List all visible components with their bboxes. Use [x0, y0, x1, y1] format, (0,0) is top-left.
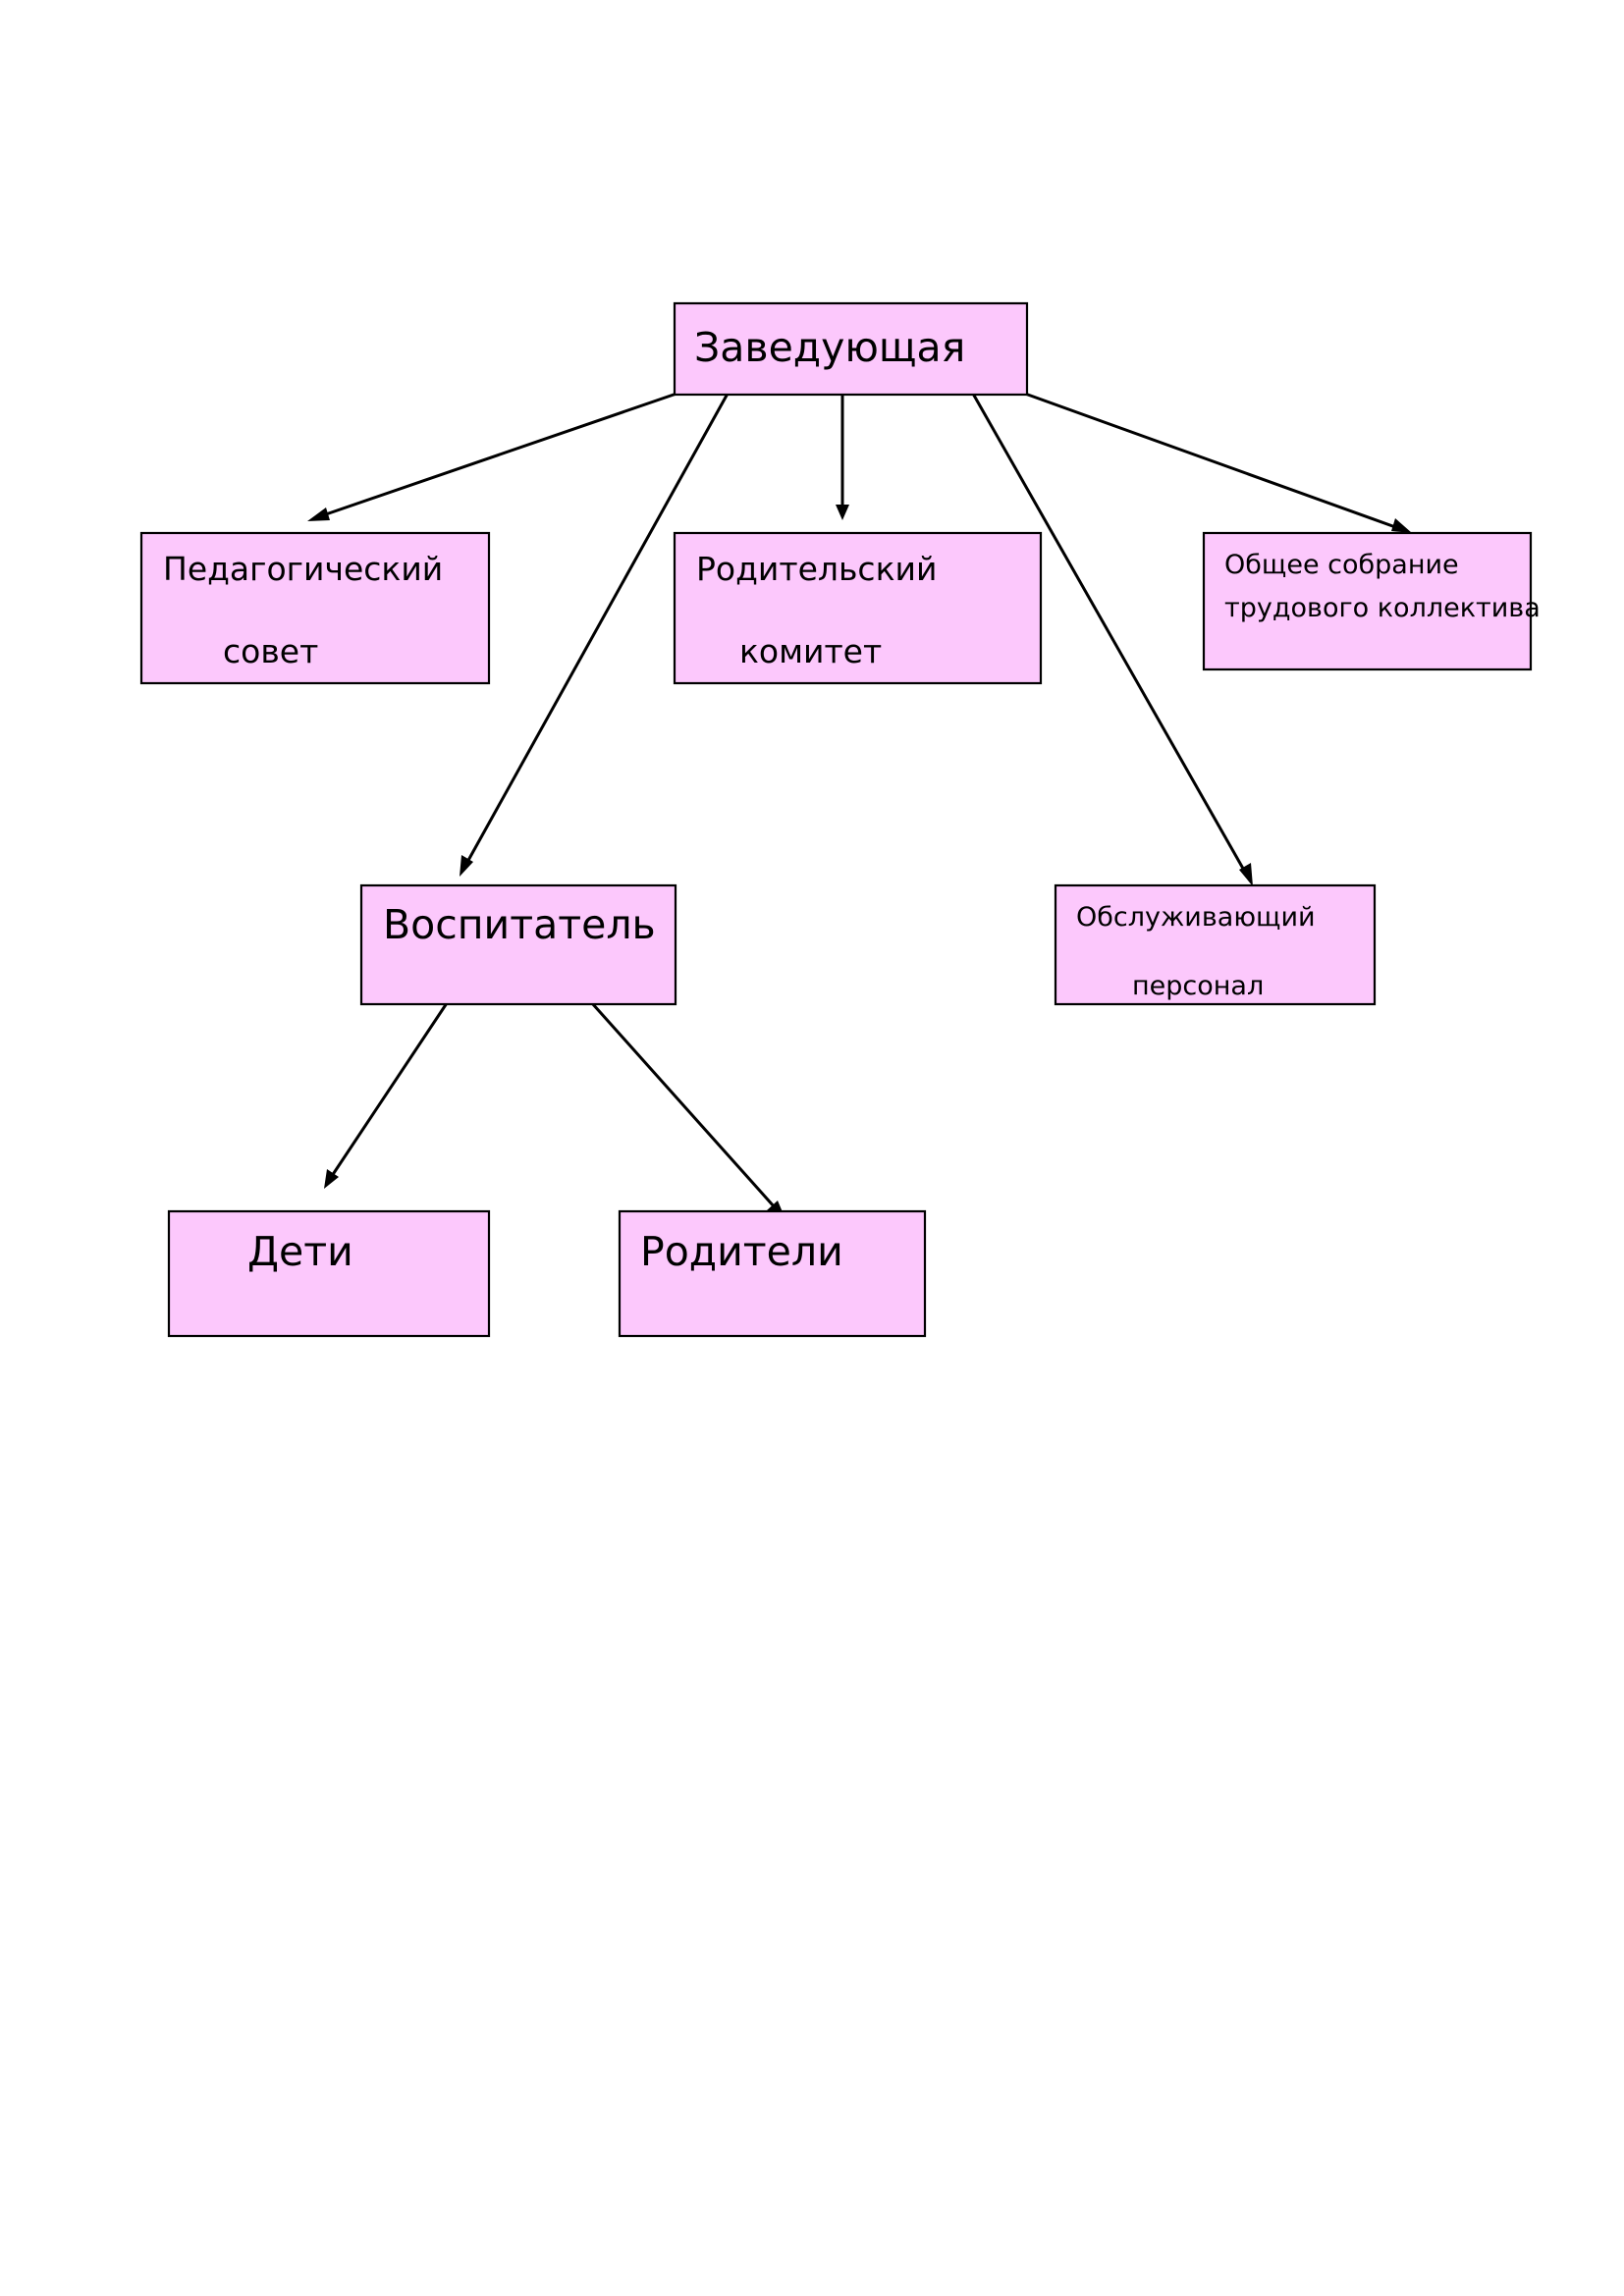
node-general-meeting-label-line2: трудового коллектива — [1224, 593, 1541, 623]
node-ped-council-label-line2: совет — [223, 632, 318, 670]
node-children: Дети — [167, 1209, 491, 1338]
node-head-label: Заведующая — [694, 324, 965, 371]
node-parent-committee-label-line1: Родительский — [696, 550, 937, 588]
edge-head-to-general-meeting — [1024, 392, 1412, 533]
node-parent-committee: Родительский комитет — [673, 531, 1043, 685]
node-parents-label: Родители — [640, 1228, 843, 1275]
node-educator-label: Воспитатель — [383, 901, 656, 948]
node-children-label: Дети — [247, 1228, 353, 1275]
edge-head-to-educator — [460, 393, 730, 877]
node-educator: Воспитатель — [359, 883, 677, 1006]
edge-head-to-parent-committee — [836, 395, 849, 520]
edge-educator-to-parents — [590, 1002, 785, 1219]
edge-head-to-service-staff — [971, 393, 1253, 886]
node-head: Заведующая — [673, 301, 1029, 397]
node-general-meeting: Общее собрание трудового коллектива — [1202, 531, 1541, 671]
node-service-staff: Обслуживающий персонал — [1054, 883, 1377, 1006]
node-parent-committee-label-line2: комитет — [739, 632, 882, 670]
node-service-staff-label-line1: Обслуживающий — [1076, 902, 1316, 933]
edge-head-to-ped-council — [307, 392, 677, 521]
edge-educator-to-children — [324, 1002, 449, 1189]
node-service-staff-label-line2: персонал — [1132, 971, 1264, 1001]
node-ped-council: Педагогический совет — [139, 531, 491, 685]
node-ped-council-label-line1: Педагогический — [163, 550, 443, 588]
node-parents: Родители — [618, 1209, 927, 1338]
node-general-meeting-label-line1: Общее собрание — [1224, 550, 1459, 580]
